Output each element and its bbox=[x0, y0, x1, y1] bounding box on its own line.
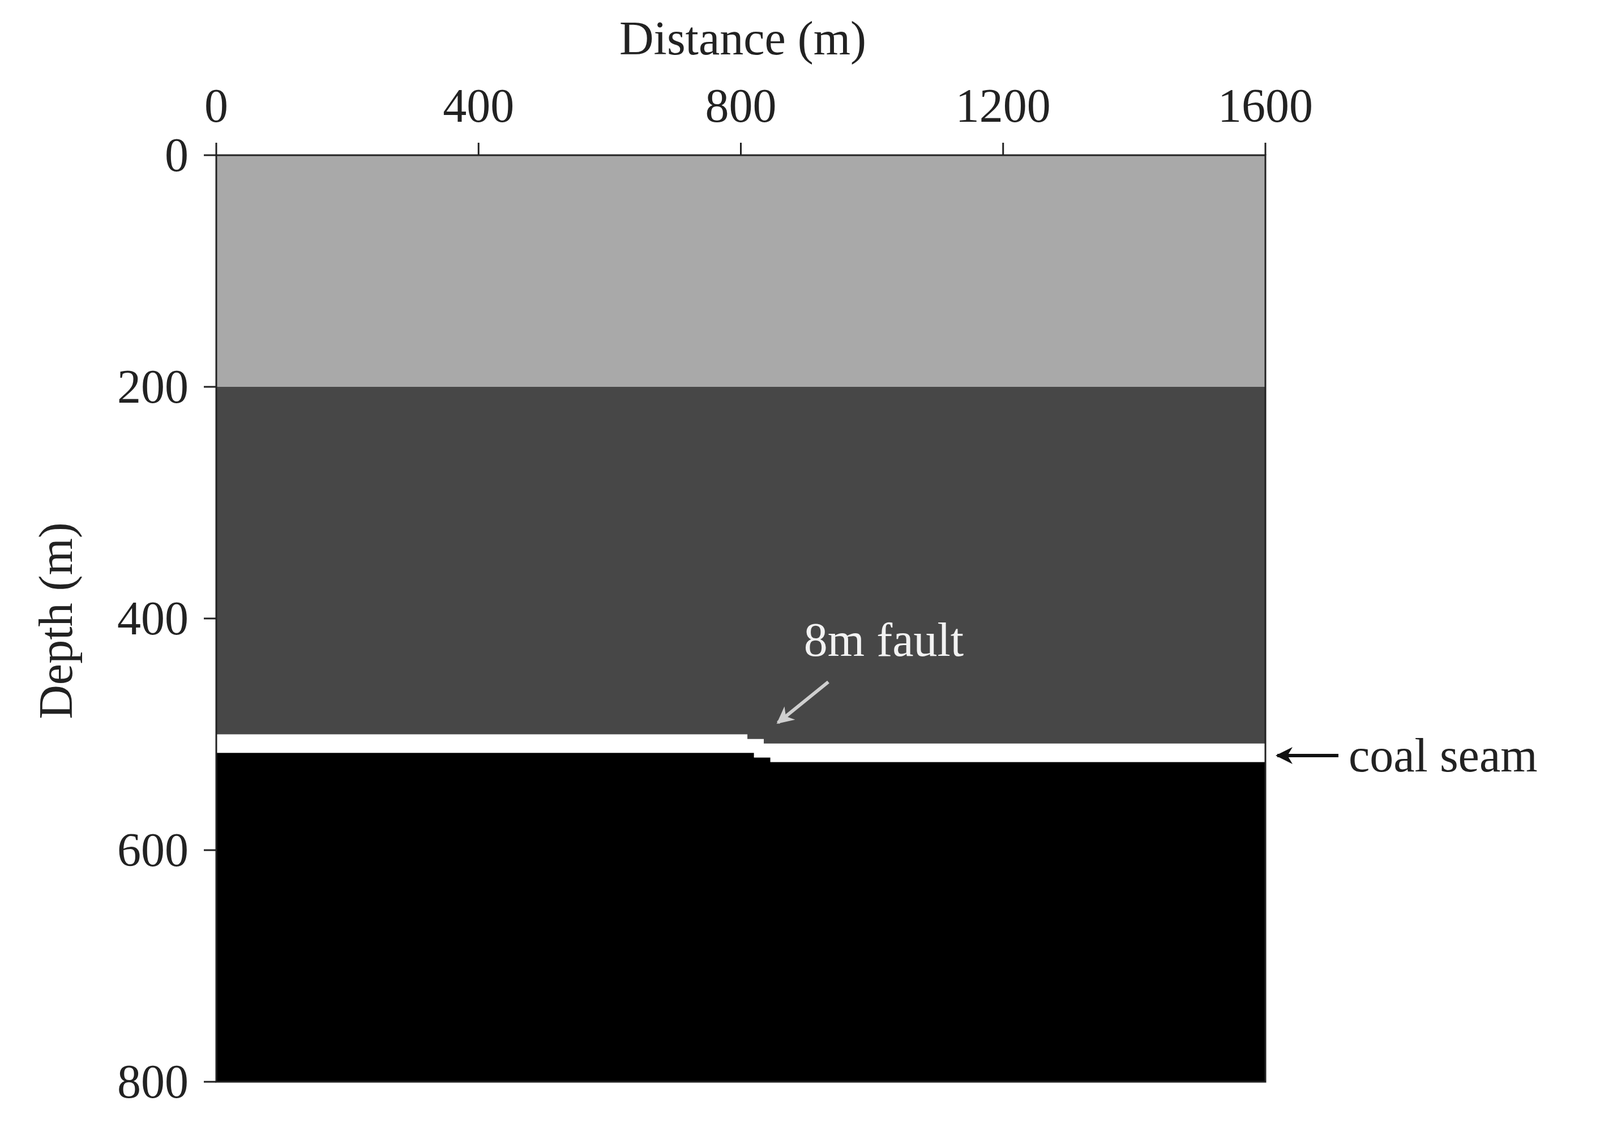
axis-tick bbox=[1002, 142, 1004, 156]
upper-layer bbox=[216, 155, 1266, 387]
tick-label: 400 bbox=[117, 594, 189, 643]
fault-pointer bbox=[777, 681, 829, 723]
axis-tick bbox=[739, 142, 742, 156]
axis-tick bbox=[203, 849, 217, 851]
fault-label: 8m fault bbox=[803, 615, 964, 664]
axis-tick bbox=[203, 617, 217, 620]
coal-seam-pointer bbox=[1277, 753, 1339, 757]
plot-frame bbox=[216, 155, 1266, 1082]
tick-label: 200 bbox=[117, 362, 189, 411]
axis-title: Distance (m) bbox=[619, 14, 867, 63]
tick-label: 600 bbox=[117, 826, 189, 874]
axis-title: Depth (m) bbox=[32, 522, 80, 720]
middle-layer bbox=[216, 386, 1266, 781]
tick-label: 800 bbox=[117, 1057, 189, 1106]
axis-tick bbox=[477, 142, 480, 156]
axis-tick bbox=[203, 154, 217, 157]
coal-seam-layer bbox=[216, 734, 1266, 763]
tick-label: 1600 bbox=[1217, 82, 1313, 130]
tick-label: 0 bbox=[204, 82, 229, 130]
callout-label: coal seam bbox=[1348, 731, 1538, 780]
lower-layer bbox=[216, 752, 1266, 1082]
axis-tick bbox=[203, 1080, 217, 1083]
axis-tick bbox=[215, 142, 218, 156]
tick-label: 400 bbox=[442, 82, 515, 130]
tick-label: 800 bbox=[705, 82, 777, 130]
axis-tick bbox=[1264, 142, 1267, 156]
tick-label: 0 bbox=[164, 131, 189, 179]
axis-tick bbox=[203, 386, 217, 388]
tick-label: 1200 bbox=[955, 82, 1051, 130]
